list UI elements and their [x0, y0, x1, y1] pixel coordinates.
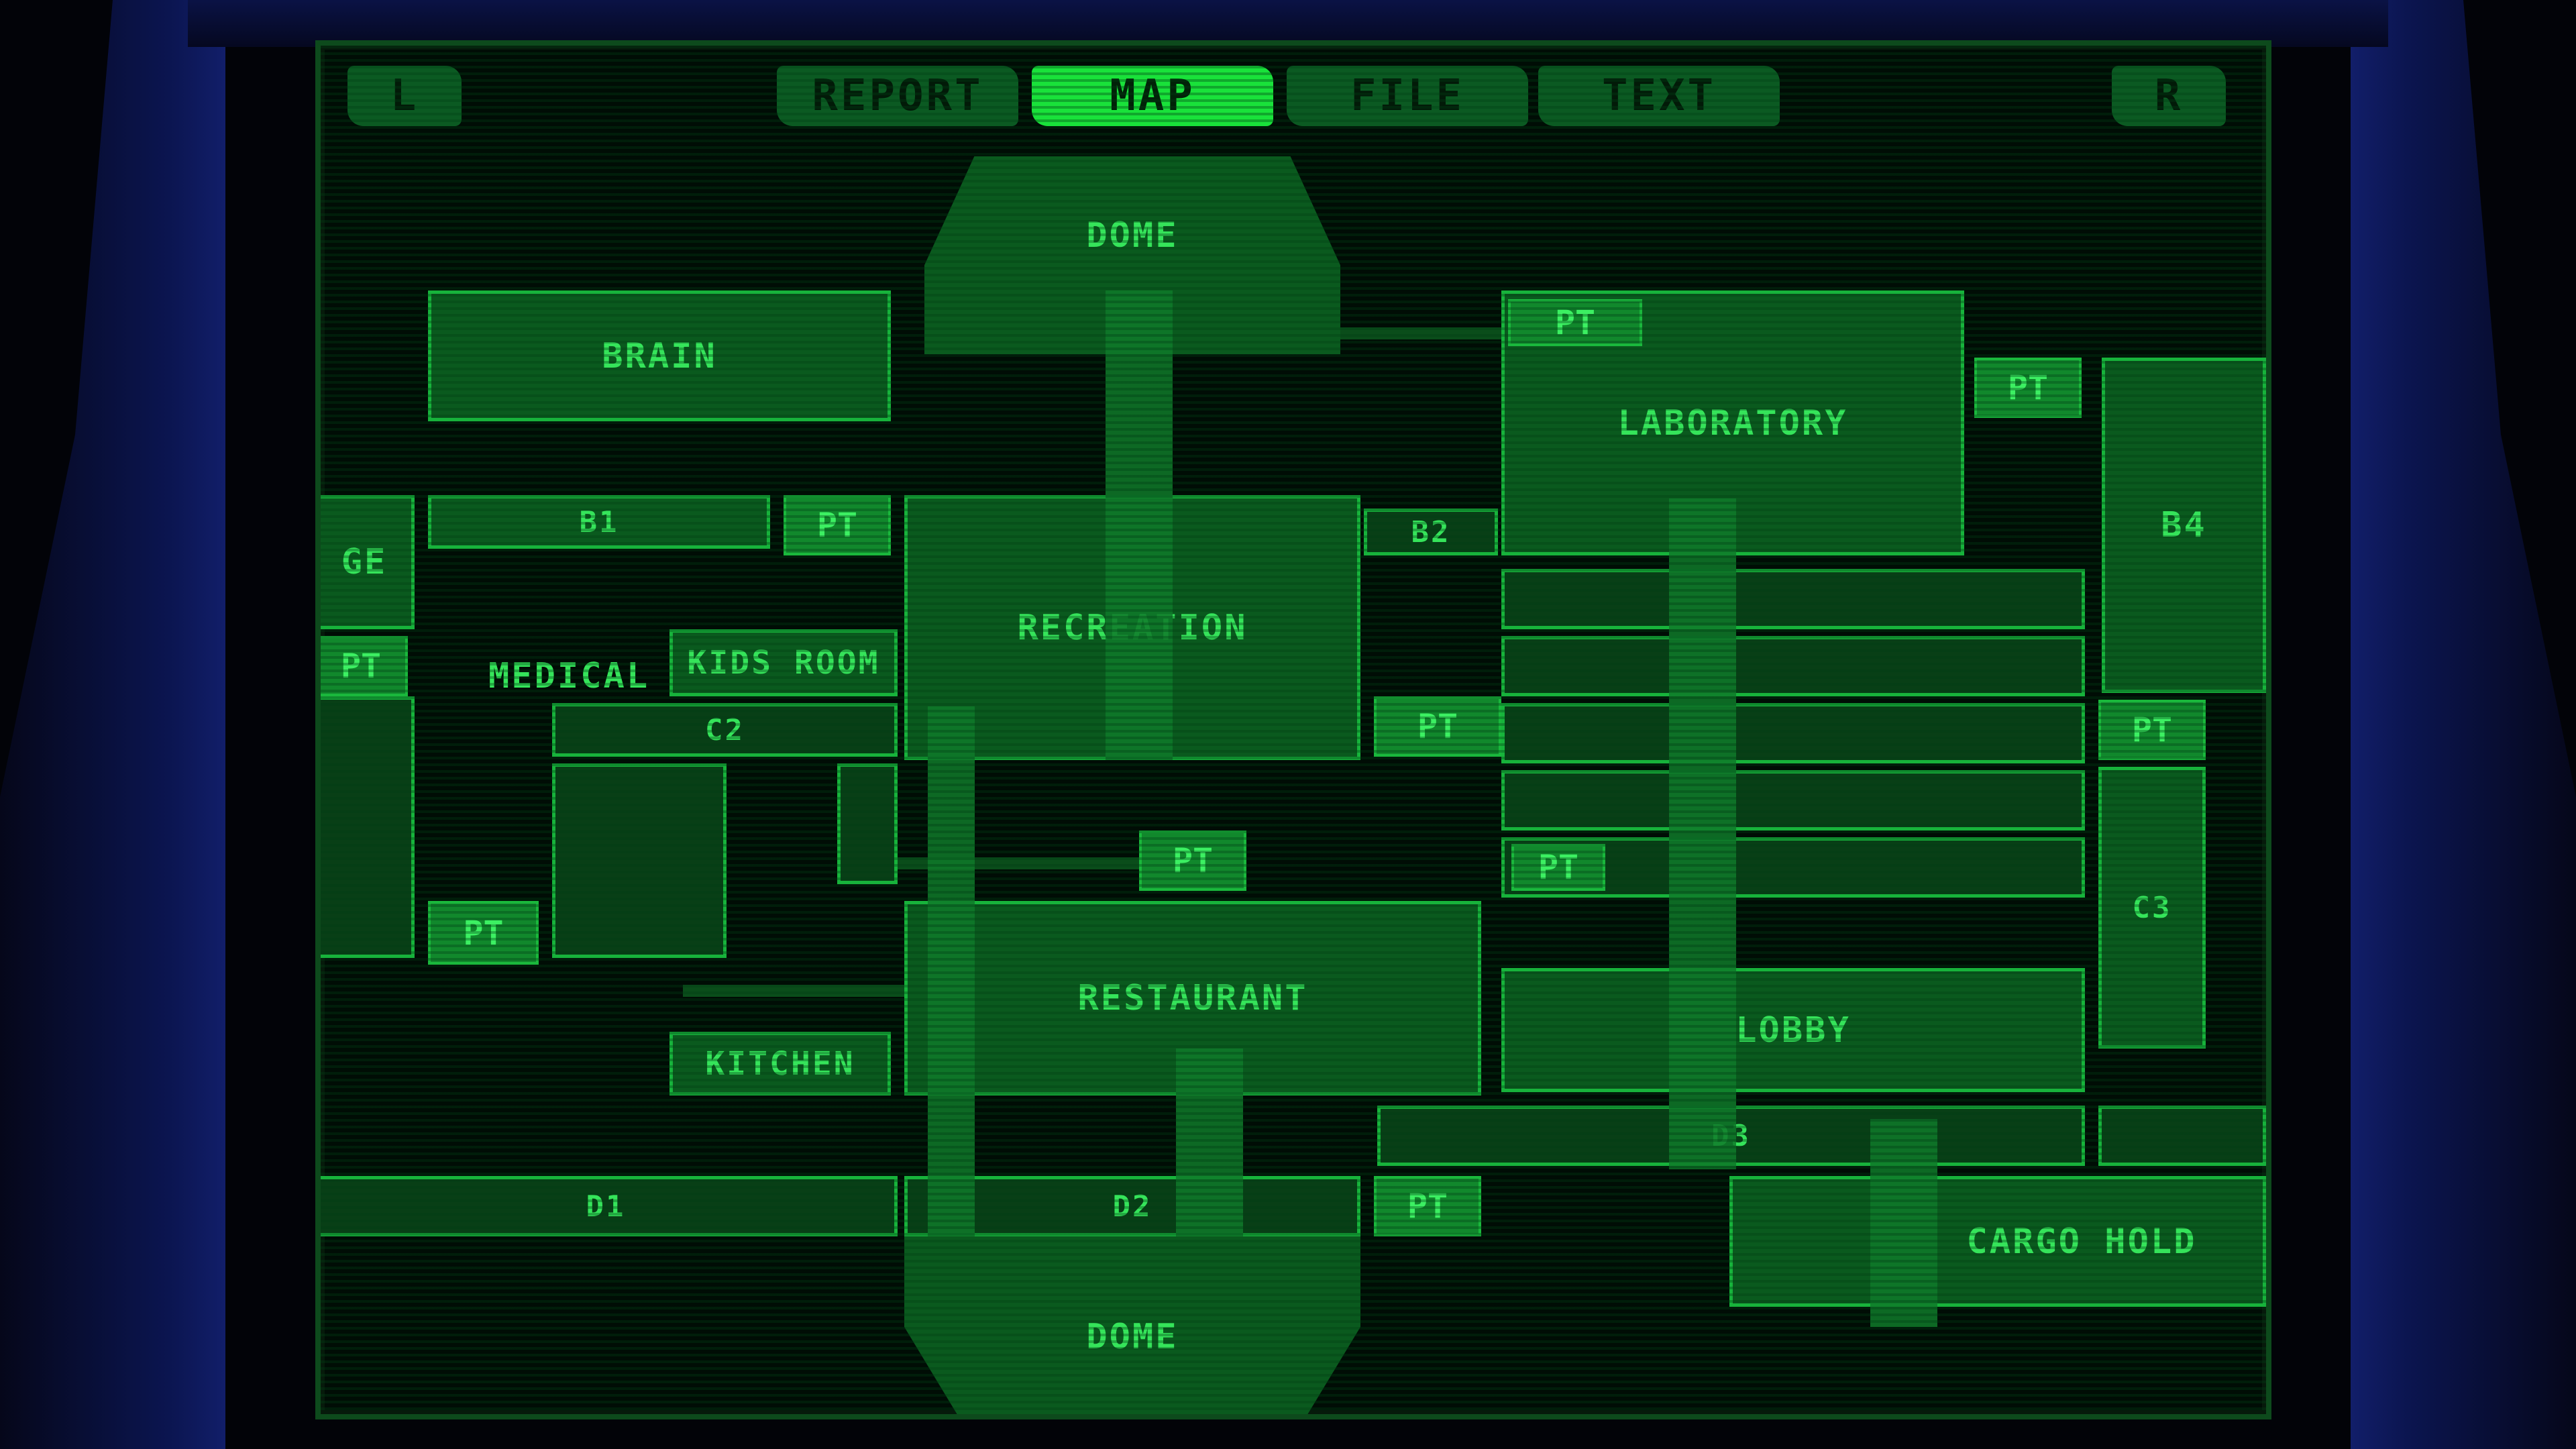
pt-terminal[interactable]: PT: [321, 636, 408, 696]
room-lobby-label: LOBBY: [1735, 1010, 1851, 1051]
room-brain-label: BRAIN: [602, 335, 717, 376]
pt-terminal[interactable]: PT: [2098, 700, 2206, 760]
room-c2[interactable]: C2: [552, 703, 898, 757]
tab-file[interactable]: FILE: [1287, 66, 1528, 126]
tab-bar: L REPORT MAP FILE TEXT R: [321, 46, 2266, 133]
room-d1[interactable]: D1: [321, 1176, 898, 1236]
vertical-corridor: [1106, 290, 1173, 760]
vertical-corridor: [1669, 498, 1736, 1169]
room-medical-bay[interactable]: [552, 763, 727, 958]
room-b4-label: B4: [2161, 505, 2207, 545]
room-cargo-hold-label: CARGO HOLD: [1966, 1221, 2197, 1262]
vertical-corridor: [1176, 1049, 1243, 1236]
tab-report[interactable]: REPORT: [777, 66, 1018, 126]
room-kitchen[interactable]: KITCHEN: [669, 1032, 891, 1095]
pt-terminal[interactable]: PT: [1974, 358, 2082, 418]
vertical-corridor: [1870, 1119, 1937, 1327]
room-kids-room[interactable]: KIDS ROOM: [669, 629, 898, 696]
map-connector: [683, 985, 918, 997]
room-c3[interactable]: C3: [2098, 767, 2206, 1049]
shoulder-button-right[interactable]: R: [2112, 66, 2226, 126]
room-d2[interactable]: D2: [904, 1176, 1360, 1236]
room-b4[interactable]: B4: [2102, 358, 2266, 693]
room-c3-label: C3: [2132, 890, 2172, 925]
room-b1[interactable]: B1: [428, 495, 770, 549]
corridor-row: [1501, 703, 2085, 763]
room-b2-label: B2: [1411, 515, 1451, 549]
pt-terminal[interactable]: PT: [1508, 299, 1642, 346]
room-laboratory-label: LABORATORY: [1617, 402, 1848, 443]
room-dome-top-label: DOME: [1086, 215, 1179, 256]
station-map: DOME BRAIN LABORATORY PT PT B4 GE B1 PT …: [321, 46, 2266, 1414]
device-frame-top: [188, 0, 2388, 47]
pt-terminal[interactable]: PT: [428, 901, 539, 965]
room-medical-wing[interactable]: [321, 696, 415, 958]
pt-terminal[interactable]: PT: [1374, 696, 1501, 757]
room-kids-room-label: KIDS ROOM: [687, 644, 880, 682]
pt-terminal[interactable]: PT: [1511, 844, 1605, 891]
room-kitchen-label: KITCHEN: [705, 1044, 855, 1083]
room-dome-bottom-label: DOME: [1086, 1317, 1179, 1357]
shoulder-button-left[interactable]: L: [347, 66, 462, 126]
room-closet[interactable]: [837, 763, 898, 884]
room-brain[interactable]: BRAIN: [428, 290, 891, 421]
corridor-row: [1501, 569, 2085, 629]
room-storage-partial[interactable]: GE: [321, 495, 415, 629]
room-d1-label: D1: [586, 1189, 626, 1224]
room-b2[interactable]: B2: [1364, 508, 1498, 555]
pt-terminal[interactable]: PT: [1139, 830, 1246, 891]
corridor-row: [1501, 636, 2085, 696]
room-d3-extension: [2098, 1106, 2266, 1166]
room-b1-label: B1: [579, 504, 619, 539]
room-d2-label: D2: [1112, 1189, 1152, 1224]
corridor-row: [1501, 770, 2085, 830]
room-restaurant-label: RESTAURANT: [1077, 978, 1308, 1018]
tab-text[interactable]: TEXT: [1538, 66, 1780, 126]
pt-terminal[interactable]: PT: [1374, 1176, 1481, 1236]
room-lobby[interactable]: LOBBY: [1501, 968, 2085, 1092]
room-cargo-hold[interactable]: CARGO HOLD: [1729, 1176, 2266, 1307]
tab-map[interactable]: MAP: [1032, 66, 1273, 126]
room-storage-partial-label: GE: [341, 542, 388, 582]
map-screen: L REPORT MAP FILE TEXT R DOME BRAIN LABO…: [315, 40, 2271, 1419]
pt-terminal[interactable]: PT: [784, 495, 891, 555]
medical-label: MEDICAL: [488, 656, 650, 696]
room-dome-bottom[interactable]: DOME: [904, 1236, 1360, 1414]
room-c2-label: C2: [705, 712, 745, 747]
map-connector: [1340, 327, 1508, 339]
vertical-corridor: [928, 706, 975, 1236]
